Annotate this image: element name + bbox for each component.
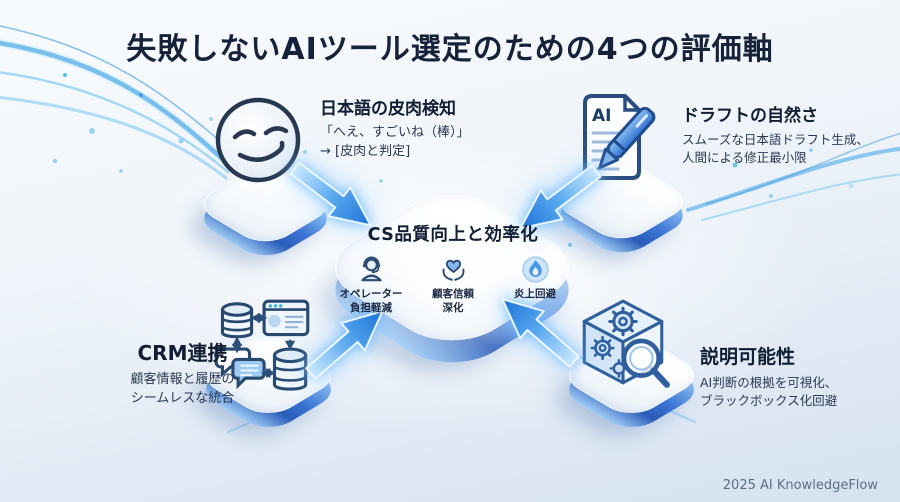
node-line: シームレスな統合: [130, 390, 235, 406]
node-heading-draft: ドラフトの自然さ: [682, 106, 818, 126]
node-draft-text: ドラフトの自然さ スムーズな日本語ドラフト生成、 人間による修正最小限: [682, 101, 869, 167]
node-line: → [皮肉と判定]: [320, 143, 411, 159]
node-line: 顧客情報と履歴の: [130, 372, 235, 387]
node-sarcasm-text: 日本語の皮肉検知 「へえ、すごいね（棒）」 → [皮肉と判定]: [320, 94, 470, 162]
node-line: ブラックボックス化回避: [700, 393, 838, 409]
node-line: スムーズな日本語ドラフト生成、: [682, 132, 869, 147]
footer-credit: 2025 AI KnowledgeFlow: [722, 478, 878, 493]
flame-icon: [521, 256, 549, 283]
platform-tile-top-right: [547, 149, 696, 261]
heart-in-hands-icon: [442, 259, 464, 281]
benefit-label: 炎上回避: [514, 288, 556, 300]
node-crm-text: CRM連携 顧客情報と履歴の シームレスな統合: [75, 337, 290, 409]
benefit-list: オペレーター 負担軽減 顧客信頼 深化: [327, 253, 579, 315]
benefit-label: 顧客信頼 深化: [432, 288, 474, 314]
page-title: 失敗しないAIツール選定のための4つの評価軸: [126, 32, 774, 67]
center-goal-panel: CS品質向上と効率化 オペレーター 負担軽減: [327, 221, 579, 315]
benefit-operator: オペレーター 負担軽減: [331, 253, 411, 315]
operator-headset-icon: [360, 256, 382, 282]
platform-tile-top-left: [191, 152, 340, 264]
document-ai-label: AI: [592, 106, 611, 126]
center-heading: CS品質向上と効率化: [367, 225, 539, 245]
node-line: AI判断の根拠を可視化、: [700, 375, 838, 390]
benefit-flame-avoidance: 炎上回避: [495, 253, 575, 315]
platform-tile-bottom-right: [555, 322, 708, 435]
node-line: 人間による修正最小限: [682, 150, 807, 166]
benefit-label: オペレーター 負担軽減: [339, 288, 403, 314]
node-heading-sarcasm: 日本語の皮肉検知: [320, 99, 456, 119]
node-line: 「へえ、すごいね（棒）」: [320, 125, 470, 140]
benefit-trust: 顧客信頼 深化: [413, 253, 493, 315]
node-heading-explainability: 説明可能性: [700, 346, 796, 368]
node-explainability-text: 説明可能性 AI判断の根拠を可視化、 ブラックボックス化回避: [700, 342, 837, 410]
node-heading-crm: CRM連携: [137, 341, 228, 365]
